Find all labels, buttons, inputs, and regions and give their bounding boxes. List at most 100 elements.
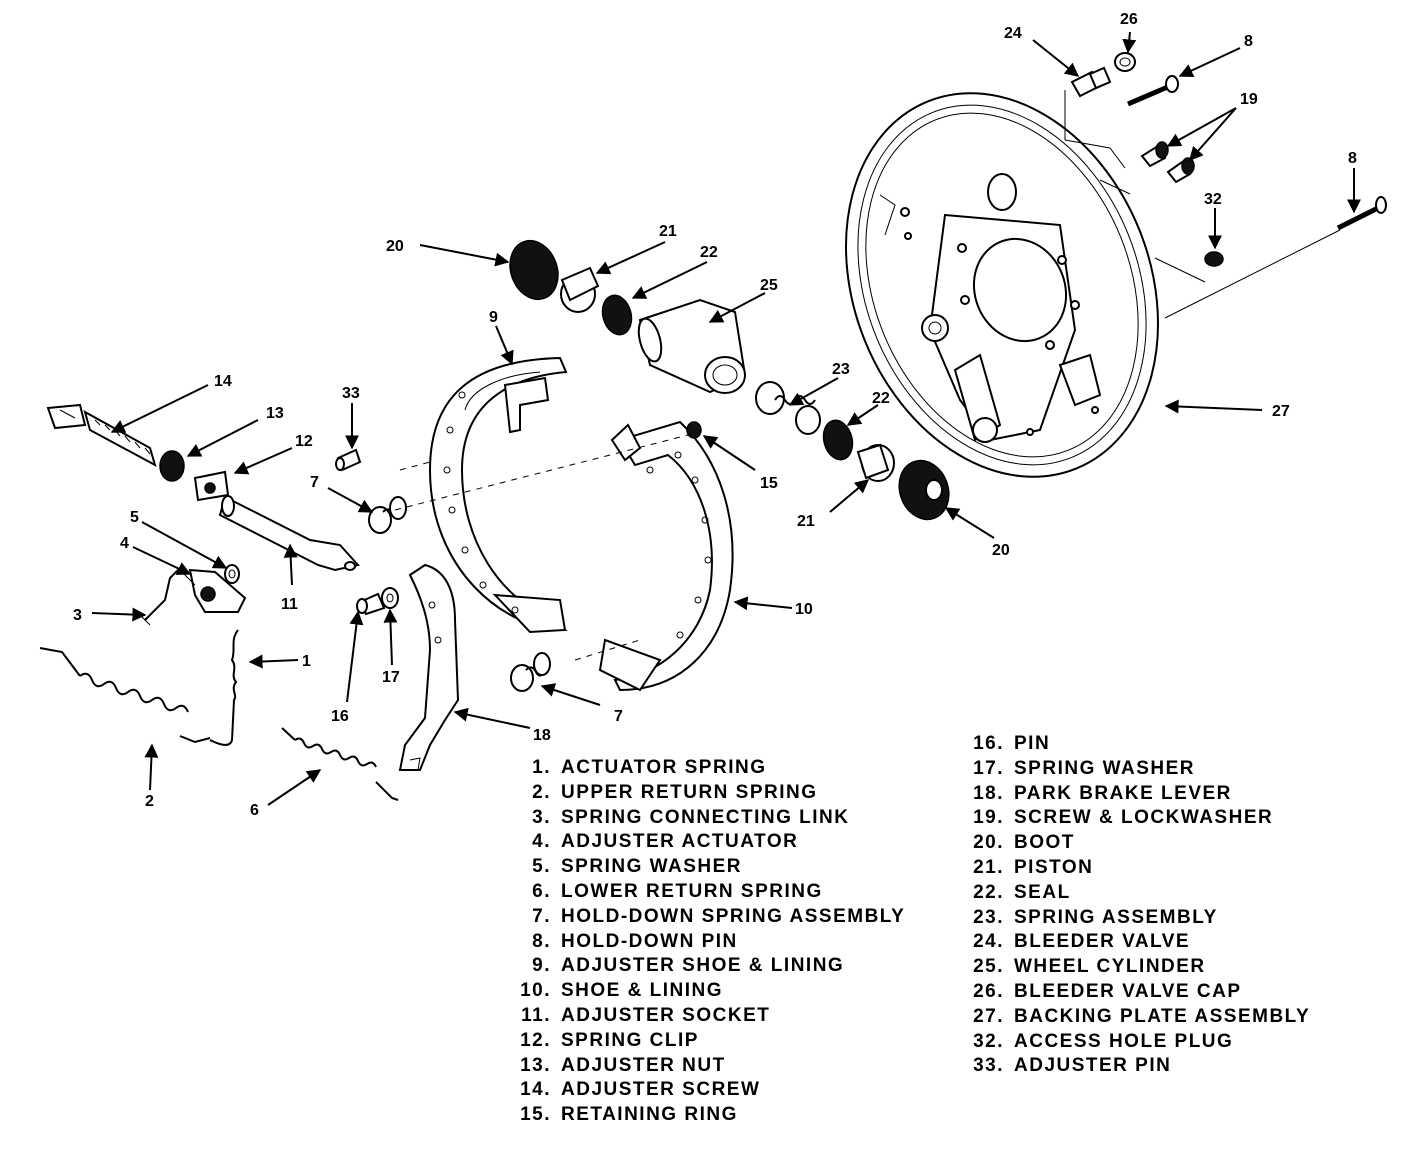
legend-item-label: LOWER RETURN SPRING — [561, 880, 823, 902]
callout-24: 24 — [1004, 25, 1022, 42]
callout-26: 26 — [1120, 11, 1138, 28]
adjuster-shoe-lining — [428, 356, 568, 634]
legend-item-number: 8. — [532, 930, 551, 952]
pin — [356, 592, 386, 616]
callout-18: 18 — [533, 727, 551, 744]
legend-item-number: 19. — [973, 807, 1004, 829]
legend-item-number: 5. — [532, 856, 551, 878]
legend-item: 12. SPRING CLIP — [509, 1029, 905, 1054]
legend-item-label: ADJUSTER SHOE & LINING — [561, 955, 845, 977]
callout-21-bottom: 21 — [797, 513, 815, 530]
legend-item: 22.SEAL — [962, 881, 1310, 906]
callout-12: 12 — [295, 433, 313, 450]
legend-item-label: ADJUSTER ACTUATOR — [561, 831, 799, 853]
callout-11: 11 — [281, 596, 298, 613]
callout-22-right: 22 — [872, 390, 890, 407]
legend-item-label: BLEEDER VALVE — [1014, 931, 1191, 953]
callout-numbers: 1 2 3 4 5 6 7 7 8 8 9 10 11 12 13 14 15 … — [73, 11, 1357, 819]
lower-return-spring — [281, 727, 399, 801]
legend-item-number: 11. — [521, 1004, 551, 1026]
legend-item-number: 18. — [973, 782, 1004, 804]
legend-item-label: ACCESS HOLE PLUG — [1014, 1030, 1234, 1052]
leader-lines — [91, 31, 1361, 806]
callout-27: 27 — [1272, 403, 1290, 420]
legend-item-label: PARK BRAKE LEVER — [1014, 782, 1232, 804]
legend-item-number: 3. — [532, 806, 551, 828]
legend-item-label: ADJUSTER PIN — [1014, 1055, 1172, 1077]
legend-item: 4.ADJUSTER ACTUATOR — [509, 830, 905, 855]
legend-item-label: SPRING CLIP — [561, 1029, 699, 1051]
callout-15: 15 — [760, 475, 778, 492]
adjuster-pin — [335, 448, 362, 472]
callout-8-top: 8 — [1244, 33, 1253, 50]
legend-item: 15.RETAINING RING — [509, 1103, 905, 1128]
legend-item-label: HOLD-DOWN SPRING ASSEMBLY — [561, 905, 906, 927]
callout-8-right: 8 — [1348, 150, 1357, 167]
callout-20-right: 20 — [992, 542, 1010, 559]
legend-item-label: SEAL — [1014, 881, 1071, 903]
legend-item-label: SPRING CONNECTING LINK — [561, 806, 850, 828]
legend-item: 1.ACTUATOR SPRING — [509, 756, 905, 781]
legend-item-label: PISTON — [1014, 856, 1094, 878]
legend-item-number: 13. — [520, 1054, 551, 1076]
legend-item-number: 2. — [532, 781, 551, 803]
legend-item-number: 20. — [973, 832, 1004, 854]
hold-down-spring-lower — [510, 652, 551, 692]
callout-25: 25 — [760, 277, 778, 294]
spring-washer-17 — [381, 587, 399, 609]
callout-20-left: 20 — [386, 238, 404, 255]
callout-14: 14 — [214, 373, 232, 390]
legend-item: 25.WHEEL CYLINDER — [962, 955, 1310, 980]
callout-4: 4 — [120, 535, 129, 552]
piston-right — [856, 443, 895, 482]
seal-left — [601, 294, 633, 336]
legend-item: 21.PISTON — [962, 856, 1310, 881]
bleeder-valve — [1070, 66, 1112, 98]
adjuster-actuator — [179, 568, 247, 613]
legend-item-number: 24. — [973, 931, 1004, 953]
legend-item-number: 32. — [973, 1030, 1004, 1052]
legend-item-label: ADJUSTER NUT — [561, 1054, 726, 1076]
adjuster-screw — [46, 403, 157, 468]
legend-item-number: 6. — [532, 880, 551, 902]
legend-item: 3. SPRING CONNECTING LINK — [509, 806, 905, 831]
hold-down-pin-top — [1127, 75, 1179, 107]
callout-2: 2 — [145, 793, 154, 810]
legend-item-number: 15. — [520, 1104, 551, 1126]
legend-item: 16.PIN — [962, 732, 1310, 757]
callout-7-upper: 7 — [310, 474, 319, 491]
wheel-cylinder — [637, 298, 747, 394]
backing-plate — [845, 90, 1341, 478]
piston-left — [560, 266, 600, 313]
legend-item-number: 25. — [973, 956, 1004, 978]
legend-item-label: SPRING WASHER — [561, 856, 743, 878]
legend-item: 19.SCREW & LOCKWASHER — [962, 806, 1310, 831]
legend-item-label: SPRING WASHER — [1014, 757, 1196, 779]
legend-item-number: 17. — [973, 757, 1004, 779]
legend-item-label: BOOT — [1014, 832, 1075, 854]
legend-item: 9.ADJUSTER SHOE & LINING — [509, 954, 905, 979]
callout-1: 1 — [302, 653, 311, 670]
legend-item: 32. ACCESS HOLE PLUG — [962, 1030, 1310, 1055]
legend-item: 10.SHOE & LINING — [509, 979, 905, 1004]
callout-10: 10 — [795, 601, 813, 618]
hold-down-spring-upper — [368, 496, 407, 534]
legend-item: 6. LOWER RETURN SPRING — [509, 880, 905, 905]
legend-item-number: 27. — [973, 1005, 1004, 1027]
legend-item-number: 7. — [532, 905, 551, 927]
legend-item: 26.BLEEDER VALVE CAP — [962, 980, 1310, 1005]
legend-item: 14.ADJUSTER SCREW — [509, 1078, 905, 1103]
legend-item-number: 12. — [520, 1029, 551, 1051]
boot-left — [509, 239, 559, 301]
legend-item-label: BLEEDER VALVE CAP — [1014, 980, 1242, 1002]
legend-item: 18. PARK BRAKE LEVER — [962, 782, 1310, 807]
legend-item-label: PIN — [1014, 733, 1051, 754]
legend-item-number: 10. — [520, 980, 551, 1002]
legend-item-number: 23. — [973, 906, 1004, 928]
callout-21-top: 21 — [659, 223, 677, 240]
callout-33: 33 — [342, 385, 360, 402]
